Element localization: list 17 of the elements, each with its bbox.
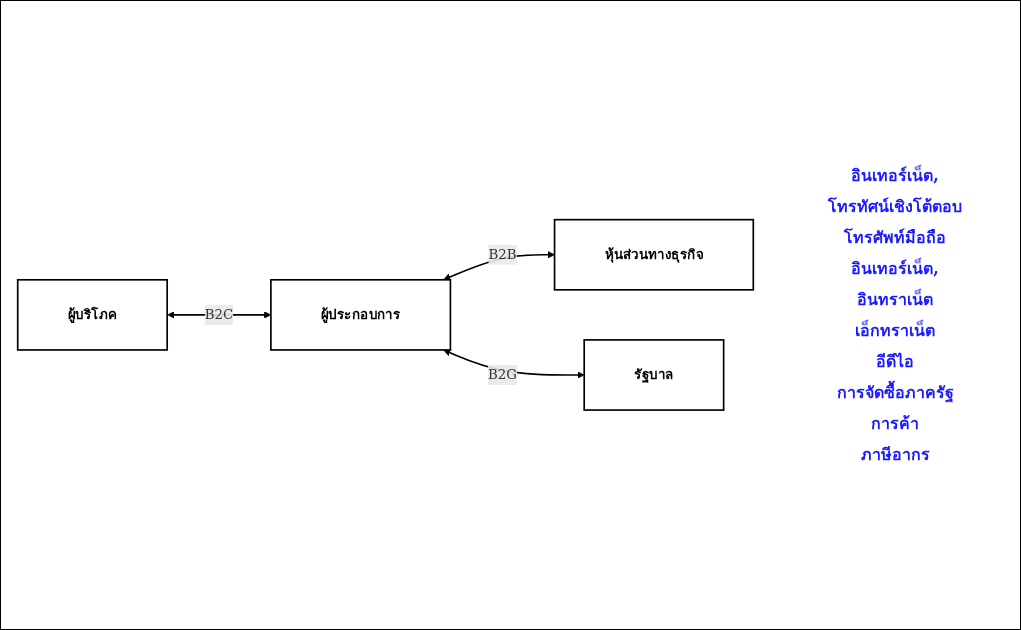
node-box: ผู้ประกอบการ: [270, 279, 452, 351]
note-text: อีดีไอ: [875, 351, 915, 373]
note-text: การจัดซื้อภาครัฐ: [780, 380, 1010, 405]
note-text: โทรศัพท์มือถือ: [843, 227, 947, 249]
note-text: เอ็กทราเน็ต: [854, 318, 936, 342]
note-text: โทรทัศน์เชิงโต้ตอบ: [827, 196, 963, 218]
edge-label: B2G: [487, 366, 517, 383]
note-text: อินทราเน็ต: [856, 287, 934, 311]
edge-label: B2B: [488, 246, 517, 263]
note-text: อินเทอร์เน็ต,: [850, 163, 940, 187]
node-box: รัฐบาล: [583, 339, 725, 412]
note-text: อินเทอร์เน็ต,: [850, 256, 940, 280]
node-box: ผู้บริโภค: [16, 279, 168, 351]
note-text: การค้า: [870, 413, 920, 435]
node-box: หุ้นส่วนทางธุรกิจ: [553, 218, 755, 291]
note-text: ภาษีอากร: [859, 444, 931, 466]
edge-label: B2C: [204, 306, 234, 323]
